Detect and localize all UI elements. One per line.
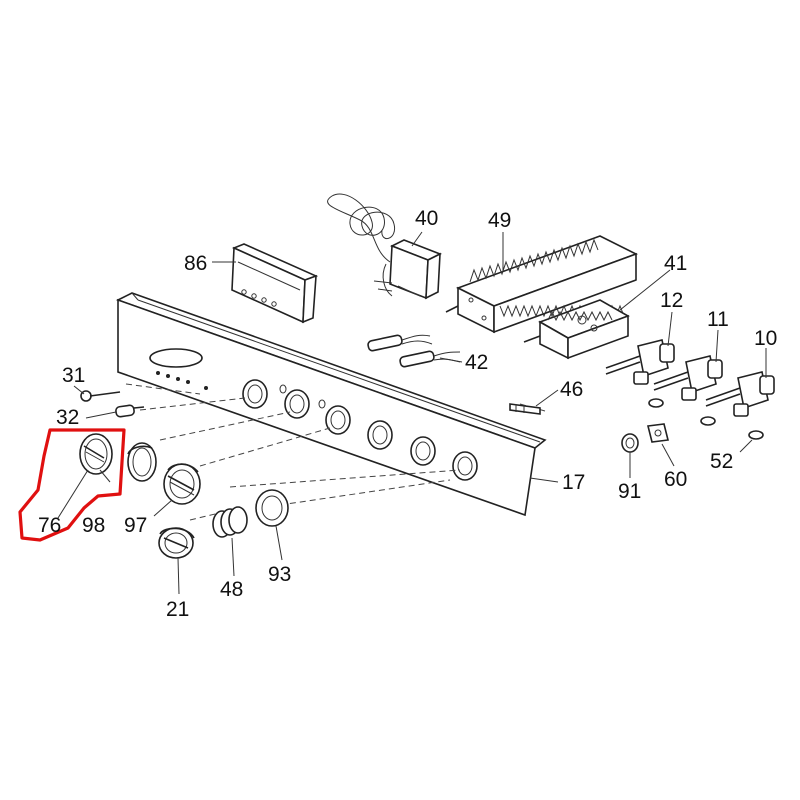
bezel-ring-93	[255, 489, 289, 527]
label-31: 31	[62, 364, 85, 387]
label-41: 41	[664, 252, 687, 275]
small-washers	[648, 398, 764, 440]
label-97: 97	[124, 514, 147, 537]
label-93: 93	[268, 563, 291, 586]
label-32: 32	[56, 406, 79, 429]
label-86: 86	[184, 252, 207, 275]
spring-48	[212, 506, 248, 538]
thermostat-capillary	[327, 193, 442, 300]
control-knob-21	[158, 527, 195, 559]
label-40: 40	[415, 207, 438, 230]
label-91: 91	[618, 480, 641, 503]
label-42: 42	[465, 351, 488, 374]
label-46: 46	[560, 378, 583, 401]
bushing-91	[621, 433, 639, 453]
timer-module	[231, 243, 319, 324]
control-panel	[115, 292, 547, 517]
clip-60	[647, 423, 669, 443]
panel-knob-holes	[242, 379, 478, 481]
bulb-32	[115, 404, 145, 418]
label-21: 21	[166, 598, 189, 621]
highlight-outline	[18, 428, 126, 542]
label-12: 12	[660, 289, 683, 312]
label-98: 98	[82, 514, 105, 537]
gas-valve-12	[605, 339, 675, 385]
bracket-46	[509, 403, 541, 415]
label-17: 17	[562, 471, 585, 494]
label-52: 52	[710, 450, 733, 473]
screw-31	[80, 390, 121, 402]
label-48: 48	[220, 578, 243, 601]
indicator-lamps	[367, 334, 461, 368]
part-labels: 86 40 49 41 12 11 10 31 32 42 46 17 76 9…	[38, 207, 777, 621]
gas-valve-11	[653, 355, 723, 401]
label-76: 76	[38, 514, 61, 537]
gas-valve-10	[705, 371, 775, 417]
label-10: 10	[754, 327, 777, 350]
control-knob-76-98	[79, 433, 113, 475]
leader-lines	[57, 231, 767, 595]
label-60: 60	[664, 468, 687, 491]
control-knob-97	[163, 463, 201, 505]
control-knob-side	[127, 442, 157, 482]
selector-switch-small	[523, 299, 630, 360]
label-11: 11	[707, 308, 729, 331]
label-49: 49	[488, 209, 511, 232]
